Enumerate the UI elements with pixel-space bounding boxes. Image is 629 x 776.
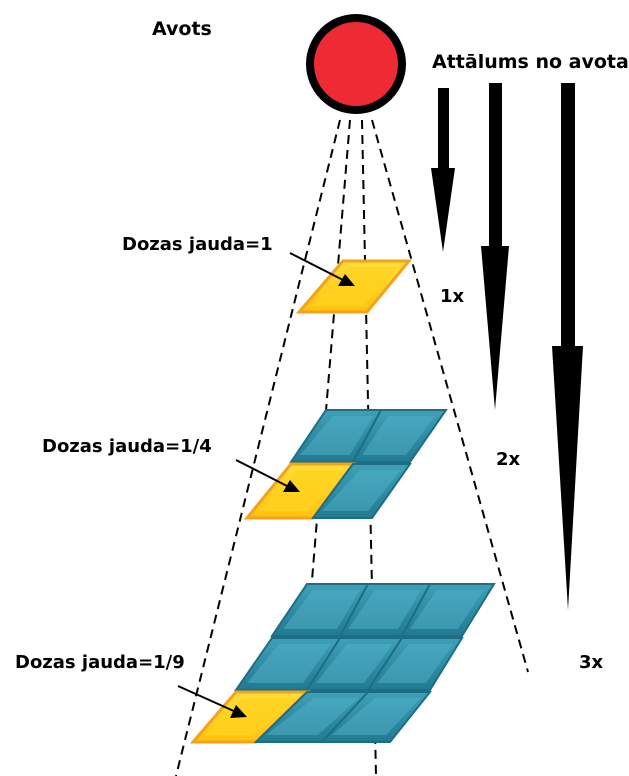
- dose-label-1: Dozas jauda=1: [122, 234, 273, 255]
- source-circle: [306, 14, 406, 114]
- plane-1x: [295, 259, 413, 314]
- plane-2x-teal-tile: [351, 409, 448, 463]
- plane-2x: [243, 409, 448, 520]
- dose-label-2: Dozas jauda=1/4: [42, 436, 212, 457]
- source-label: Avots: [152, 18, 212, 40]
- pointer-arrow-3: [177, 685, 247, 718]
- distance-label-2x: 2x: [496, 449, 521, 470]
- distance-arrow-3x: [552, 83, 583, 610]
- plane-3x-teal-tile: [366, 637, 464, 691]
- distance-arrow-1x: [431, 88, 455, 252]
- distance-title: Attālums no avota: [432, 51, 629, 73]
- distance-arrow-2x: [481, 83, 509, 410]
- plane-2x-teal-tile: [311, 463, 412, 519]
- plane-3x: [189, 583, 496, 744]
- pointer-arrow-2: [235, 459, 300, 492]
- plane-3x-teal-tile: [319, 691, 433, 743]
- distance-label-1x: 1x: [440, 286, 465, 307]
- dose-label-3: Dozas jauda=1/9: [15, 652, 185, 673]
- pointer-arrow-1: [289, 252, 355, 286]
- source-fill: [314, 22, 398, 106]
- plane-3x-teal-tile: [400, 583, 496, 637]
- distance-label-3x: 3x: [579, 652, 604, 673]
